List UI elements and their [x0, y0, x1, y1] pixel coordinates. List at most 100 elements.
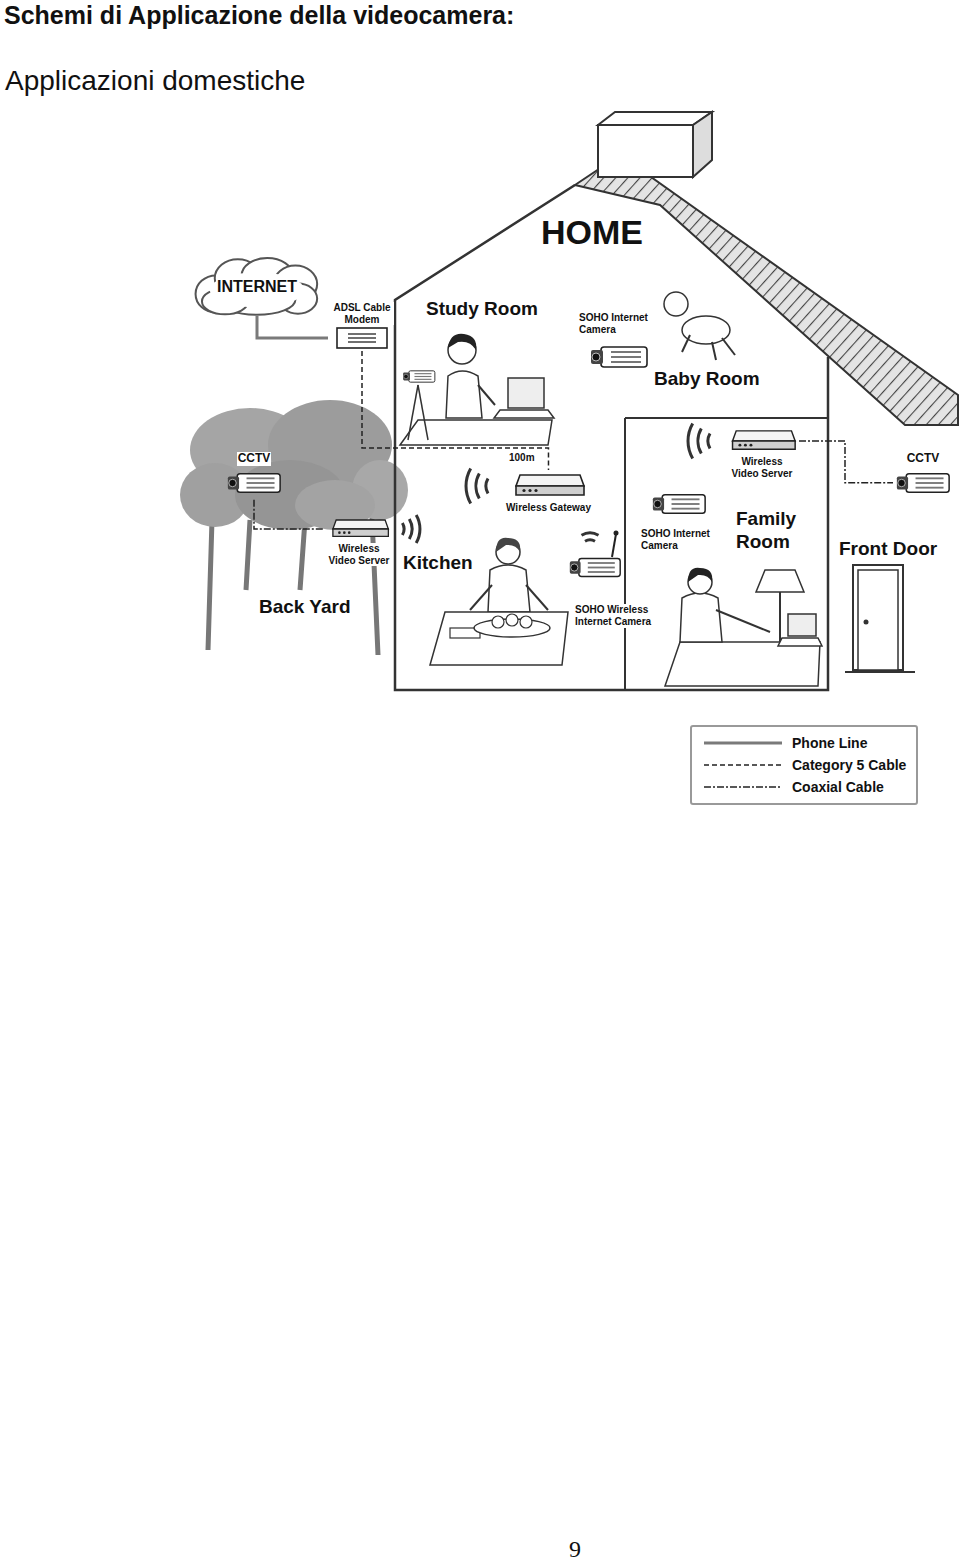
video-server: Wireless Video Server — [323, 515, 395, 568]
device-icon-shape — [733, 431, 796, 449]
person-hair — [448, 334, 476, 350]
area-name: Back Yard — [258, 596, 352, 619]
lamp-pole — [779, 592, 781, 642]
roof — [575, 155, 958, 425]
device-icon-shape — [333, 520, 388, 536]
kitchen-table — [430, 612, 568, 665]
person-body — [488, 565, 530, 612]
inner-wall — [624, 418, 626, 690]
node-label: INTERNET — [216, 278, 298, 296]
camera-label: SOHO Internet Camera — [578, 312, 654, 336]
wave — [708, 434, 710, 449]
door — [858, 570, 898, 670]
room-name: Baby Room — [653, 368, 761, 391]
node-label: ADSL Cable Modem — [330, 302, 394, 325]
camera-label: SOHO Internet Camera — [640, 528, 716, 552]
room-name: Family Room — [735, 508, 819, 554]
person-arm — [478, 385, 495, 405]
fruit — [506, 614, 518, 626]
family-room-scene — [653, 495, 822, 686]
coax-connector — [799, 441, 893, 483]
device-icon — [328, 517, 390, 541]
legend-row: Coaxial Cable — [704, 776, 906, 798]
wave — [688, 424, 693, 459]
subtitle: Applicazioni domestiche — [4, 64, 306, 98]
wave — [585, 540, 595, 541]
node-label: Wireless Gateway — [505, 502, 592, 514]
cloud-fill — [210, 273, 305, 308]
fruit — [520, 616, 532, 628]
legend-sample — [704, 781, 782, 793]
chimney-side — [693, 112, 712, 177]
legend-text: Phone Line — [792, 735, 867, 751]
internet-camera — [591, 347, 647, 367]
node-label: Wireless Video Server — [728, 456, 796, 479]
device-icon-shape — [897, 473, 949, 492]
room-name: Front Door — [838, 538, 938, 561]
antenna-tip — [614, 531, 619, 536]
video-server: Wireless Video Server — [725, 426, 799, 481]
device-icon-shape — [228, 473, 280, 492]
legend-text: Category 5 Cable — [792, 757, 906, 773]
legend-row: Phone Line — [704, 732, 906, 754]
laptop-screen — [508, 378, 544, 408]
tripod-leg — [418, 385, 428, 440]
baby-head — [664, 292, 688, 316]
house-walls — [395, 185, 828, 690]
person-arm — [716, 610, 770, 632]
node-label: CCTV — [906, 452, 941, 466]
laptop-screen — [788, 614, 816, 636]
wave — [486, 479, 488, 494]
door-knob — [864, 620, 869, 625]
legend-line-sample — [704, 742, 782, 745]
camera-label: SOHO Wireless Internet Camera — [574, 604, 656, 628]
legend-sample — [704, 759, 782, 771]
wireless-gateway: Wireless Gateway — [503, 470, 594, 516]
fruit — [492, 616, 504, 628]
device-icon — [336, 327, 388, 349]
device-icon-shape — [516, 475, 584, 495]
page-title: Schemi di Applicazione della videocamera… — [4, 0, 514, 30]
chimney-front — [598, 125, 693, 177]
page-number: 9 — [568, 1535, 582, 1564]
modem-device: ADSL Cable Modem — [328, 300, 396, 351]
wave — [698, 429, 701, 454]
tripod-camera — [403, 371, 435, 382]
legend-sample — [704, 737, 782, 749]
internet-cloud: INTERNET — [193, 258, 321, 316]
wireless-waves — [402, 424, 710, 544]
device-icon-shape — [337, 328, 387, 348]
person-body — [680, 593, 722, 642]
wave — [476, 474, 479, 499]
person-arm — [526, 585, 548, 610]
device-icon — [226, 468, 282, 498]
distance-label: 100m — [508, 452, 536, 464]
legend-line-sample — [704, 764, 782, 766]
cctv-camera: CCTV — [224, 450, 284, 500]
trees — [180, 400, 408, 655]
antenna — [612, 534, 616, 557]
cctv-camera: CCTV — [893, 450, 953, 500]
legend-text: Coaxial Cable — [792, 779, 884, 795]
family-table — [665, 642, 820, 686]
laptop-base — [778, 638, 822, 646]
baby-leg — [712, 342, 716, 360]
person-arm — [470, 585, 492, 610]
legend-row: Category 5 Cable — [704, 754, 906, 776]
wave — [402, 523, 404, 535]
legend-line-sample — [704, 786, 782, 788]
door-frame — [853, 565, 903, 670]
lamp-shade — [756, 570, 804, 592]
baby-arm — [682, 335, 690, 352]
device-icon — [895, 468, 951, 498]
coax-connector — [254, 500, 323, 529]
door-step — [845, 671, 915, 673]
node-label: CCTV — [237, 452, 272, 466]
person-body — [446, 371, 482, 418]
desk — [400, 420, 552, 445]
house-title: HOME — [540, 212, 644, 253]
room-name: Kitchen — [402, 552, 474, 575]
tripod-leg — [408, 385, 418, 440]
phone-connector — [257, 316, 328, 338]
